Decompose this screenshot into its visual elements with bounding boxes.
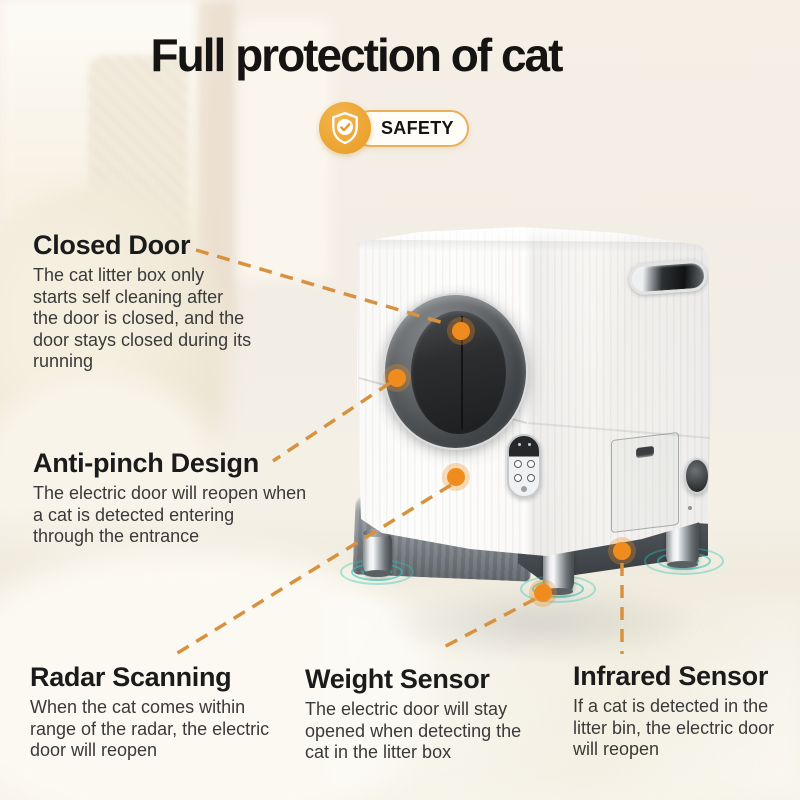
feature-description: If a cat is detected in the litter bin, … [573, 696, 775, 760]
feature-description: When the cat comes within range of the r… [30, 697, 270, 761]
callout-line-radar [170, 483, 452, 659]
feature-anti-pinch: Anti-pinch Design The electric door will… [33, 447, 343, 548]
brand-logo [521, 486, 527, 492]
panel-button [527, 460, 535, 468]
background-floor-gloss [330, 600, 800, 790]
feature-description: The electric door will reopen when a cat… [33, 483, 307, 547]
callout-dot-weight [534, 584, 552, 602]
control-panel [507, 434, 541, 498]
safety-badge-label: SAFETY [381, 118, 454, 138]
safety-badge: SAFETY [352, 110, 469, 147]
entrance-door-split [461, 316, 463, 429]
callout-line-weight [443, 597, 536, 649]
panel-indicator-icon [518, 443, 521, 446]
feature-radar-scanning: Radar Scanning When the cat comes within… [30, 661, 300, 762]
feature-description: The cat litter box only starts self clea… [33, 265, 252, 372]
metal-foot [363, 529, 392, 577]
feature-title: Infrared Sensor [573, 661, 769, 691]
callout-dot-closed-door [452, 322, 470, 340]
panel-button [527, 474, 535, 482]
panel-indicator-icon [528, 443, 531, 446]
background-window-pane [240, 20, 330, 280]
litter-box-body [357, 227, 712, 556]
panel-button [514, 474, 522, 482]
page-title: Full protection of cat [150, 29, 564, 81]
callout-dot-infrared [613, 542, 631, 560]
panel-button [514, 460, 522, 468]
callout-line-anti-pinch [272, 381, 391, 463]
screw-dot [688, 506, 692, 510]
feature-title: Radar Scanning [30, 662, 232, 692]
feature-weight-sensor: Weight Sensor The electric door will sta… [305, 663, 565, 764]
callout-dot-radar [447, 468, 465, 486]
feature-closed-door: Closed Door The cat litter box only star… [33, 229, 293, 373]
safety-badge-emblem [319, 102, 371, 154]
feature-infrared-sensor: Infrared Sensor If a cat is detected in … [573, 660, 793, 761]
shield-check-icon [332, 111, 358, 145]
callout-dot-anti-pinch [388, 369, 406, 387]
feature-title: Anti-pinch Design [33, 448, 259, 478]
callout-dots [383, 317, 636, 607]
feature-title: Closed Door [33, 230, 191, 260]
feature-title: Weight Sensor [305, 664, 490, 694]
feature-description: The electric door will stay opened when … [305, 699, 522, 763]
